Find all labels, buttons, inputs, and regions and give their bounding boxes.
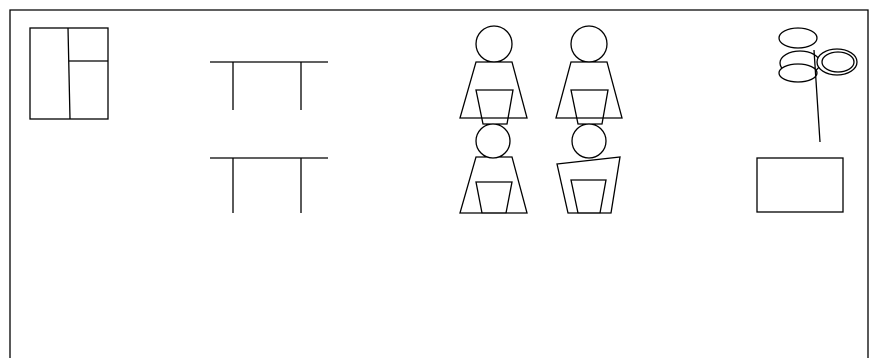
diagram-frame <box>9 9 869 358</box>
door-icon <box>29 27 109 120</box>
box-icon <box>756 157 844 213</box>
table-icon-bottom <box>210 157 328 213</box>
person-icon-4 <box>556 123 621 214</box>
drum-kit-icon <box>778 27 858 143</box>
person-icon-1 <box>459 25 528 125</box>
person-icon-3 <box>459 123 528 214</box>
person-icon-2 <box>555 25 623 125</box>
table-icon-top <box>210 61 328 110</box>
